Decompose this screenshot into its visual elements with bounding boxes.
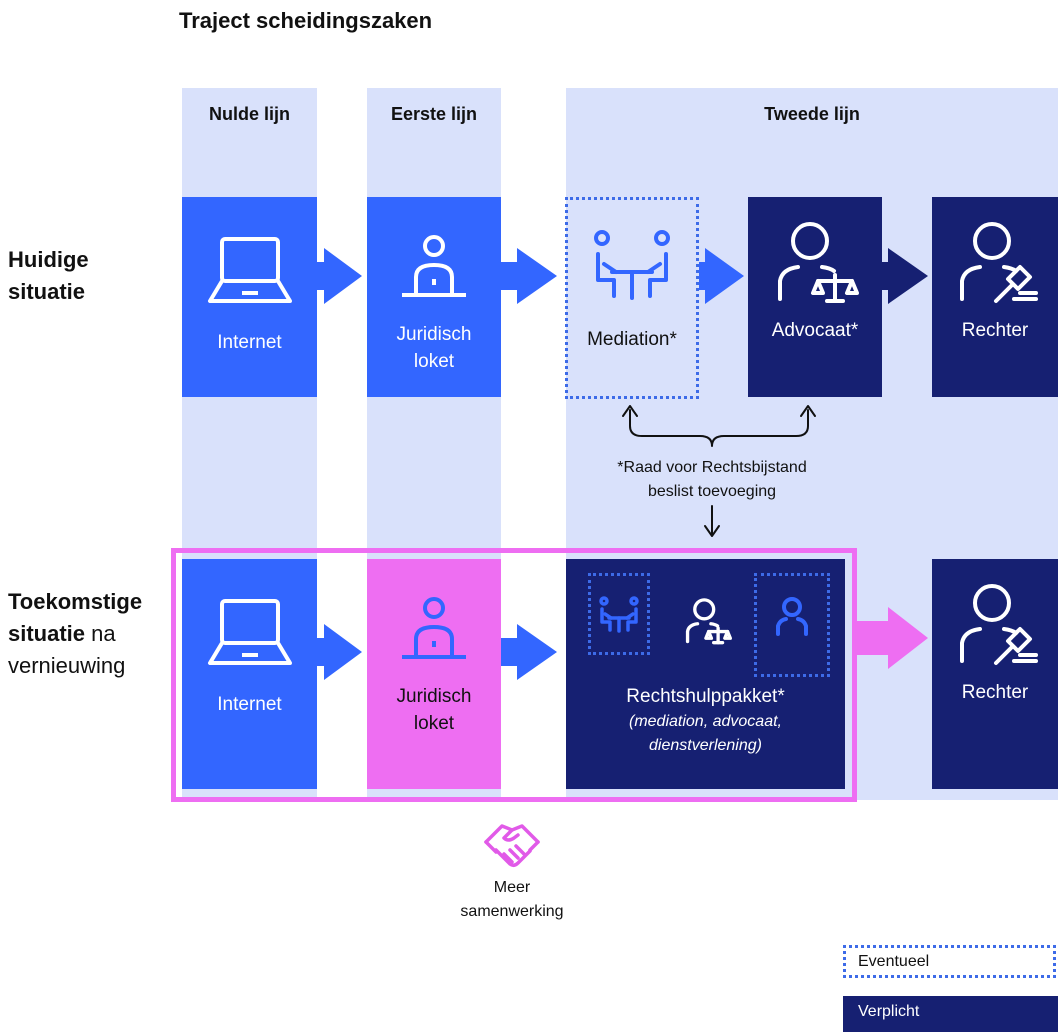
future-pakket-sub: (mediation, advocaat, dienstverlening) xyxy=(629,710,782,758)
mediation-icon xyxy=(599,596,639,633)
laptop-icon xyxy=(207,237,292,303)
legend-eventueel-label: Eventueel xyxy=(858,952,930,970)
row-label-current: Huidige situatie xyxy=(8,244,89,308)
future-pakket-sub1: (mediation, advocaat, xyxy=(629,713,782,730)
raad-note-line2: beslist toevoeging xyxy=(647,483,777,500)
samenwerking-line2: samenwerking xyxy=(460,903,564,920)
diagram-title: Traject scheidingszaken xyxy=(179,8,433,33)
column-header-nulde: Nulde lijn xyxy=(209,104,290,124)
row-label-future-bold1: Toekomstige xyxy=(8,589,143,614)
desk-person-icon xyxy=(402,235,466,297)
future-internet-box: Internet xyxy=(182,559,317,789)
current-loket-label-1: Juridisch xyxy=(396,324,472,345)
current-loket-label-2: loket xyxy=(413,351,455,372)
laptop-icon xyxy=(207,599,292,665)
lawyer-scales-icon xyxy=(685,598,732,645)
future-gap-1 xyxy=(317,553,367,797)
future-highlight-frame xyxy=(171,548,857,802)
row-label-future-rest2: na xyxy=(85,621,116,646)
current-loket-label: Juridisch loket xyxy=(397,321,472,375)
current-loket-box: Juridisch loket xyxy=(367,197,501,397)
arrow-loket-to-mediation xyxy=(501,248,557,304)
person-icon xyxy=(776,597,808,636)
future-pakket-box: Rechtshulppakket* (mediation, advocaat, … xyxy=(566,559,845,789)
current-advocaat-box: Advocaat* xyxy=(748,197,882,397)
current-mediation-label: Mediation* xyxy=(587,329,677,350)
future-loket-label-2: loket xyxy=(413,713,455,734)
future-pakket-label: Rechtshulppakket* xyxy=(626,686,785,707)
column-header-eerste: Eerste lijn xyxy=(390,104,478,124)
mediation-icon xyxy=(594,230,670,300)
future-loket-label-1: Juridisch xyxy=(396,686,472,707)
future-loket-box: Juridisch loket xyxy=(367,559,501,789)
pakket-dienst-slot xyxy=(754,573,830,677)
judge-gavel-icon xyxy=(960,222,1038,303)
future-rechter-box: Rechter xyxy=(932,559,1058,789)
raad-note-line1: *Raad voor Rechtsbijstand xyxy=(617,459,807,476)
lawyer-scales-icon xyxy=(778,222,859,303)
future-loket-label: Juridisch loket xyxy=(397,683,472,737)
desk-person-icon xyxy=(402,597,466,659)
row-label-future: Toekomstige situatie na vernieuwing xyxy=(8,586,142,682)
future-gap-2 xyxy=(501,553,566,797)
arrow-internet-to-loket xyxy=(317,248,362,304)
legend-verplicht-label: Verplicht xyxy=(858,1003,920,1020)
row-label-current-line2: situatie xyxy=(8,279,86,304)
row-label-future-bold2: situatie xyxy=(8,621,86,646)
pakket-mediation-slot xyxy=(588,573,650,655)
samenwerking-label: Meer samenwerking xyxy=(432,876,592,924)
future-pakket-sub2: dienstverlening) xyxy=(649,737,762,754)
legend-eventueel: Eventueel xyxy=(843,945,1056,978)
future-internet-label: Internet xyxy=(217,694,282,715)
current-internet-box: Internet xyxy=(182,197,317,397)
future-rechter-label: Rechter xyxy=(961,682,1029,703)
samenwerking-line1: Meer xyxy=(493,879,531,896)
current-mediation-box: Mediation* xyxy=(565,197,699,399)
current-rechter-box: Rechter xyxy=(932,197,1058,397)
handshake-icon xyxy=(484,824,540,868)
current-advocaat-label: Advocaat* xyxy=(771,320,859,341)
judge-gavel-icon xyxy=(960,584,1038,665)
row-label-future-line3: vernieuwing xyxy=(8,653,126,678)
column-header-tweede: Tweede lijn xyxy=(764,104,860,124)
current-internet-label: Internet xyxy=(217,332,282,353)
current-rechter-label: Rechter xyxy=(961,320,1029,341)
row-label-current-line1: Huidige xyxy=(8,247,89,272)
raad-note: *Raad voor Rechtsbijstand beslist toevoe… xyxy=(578,456,846,504)
